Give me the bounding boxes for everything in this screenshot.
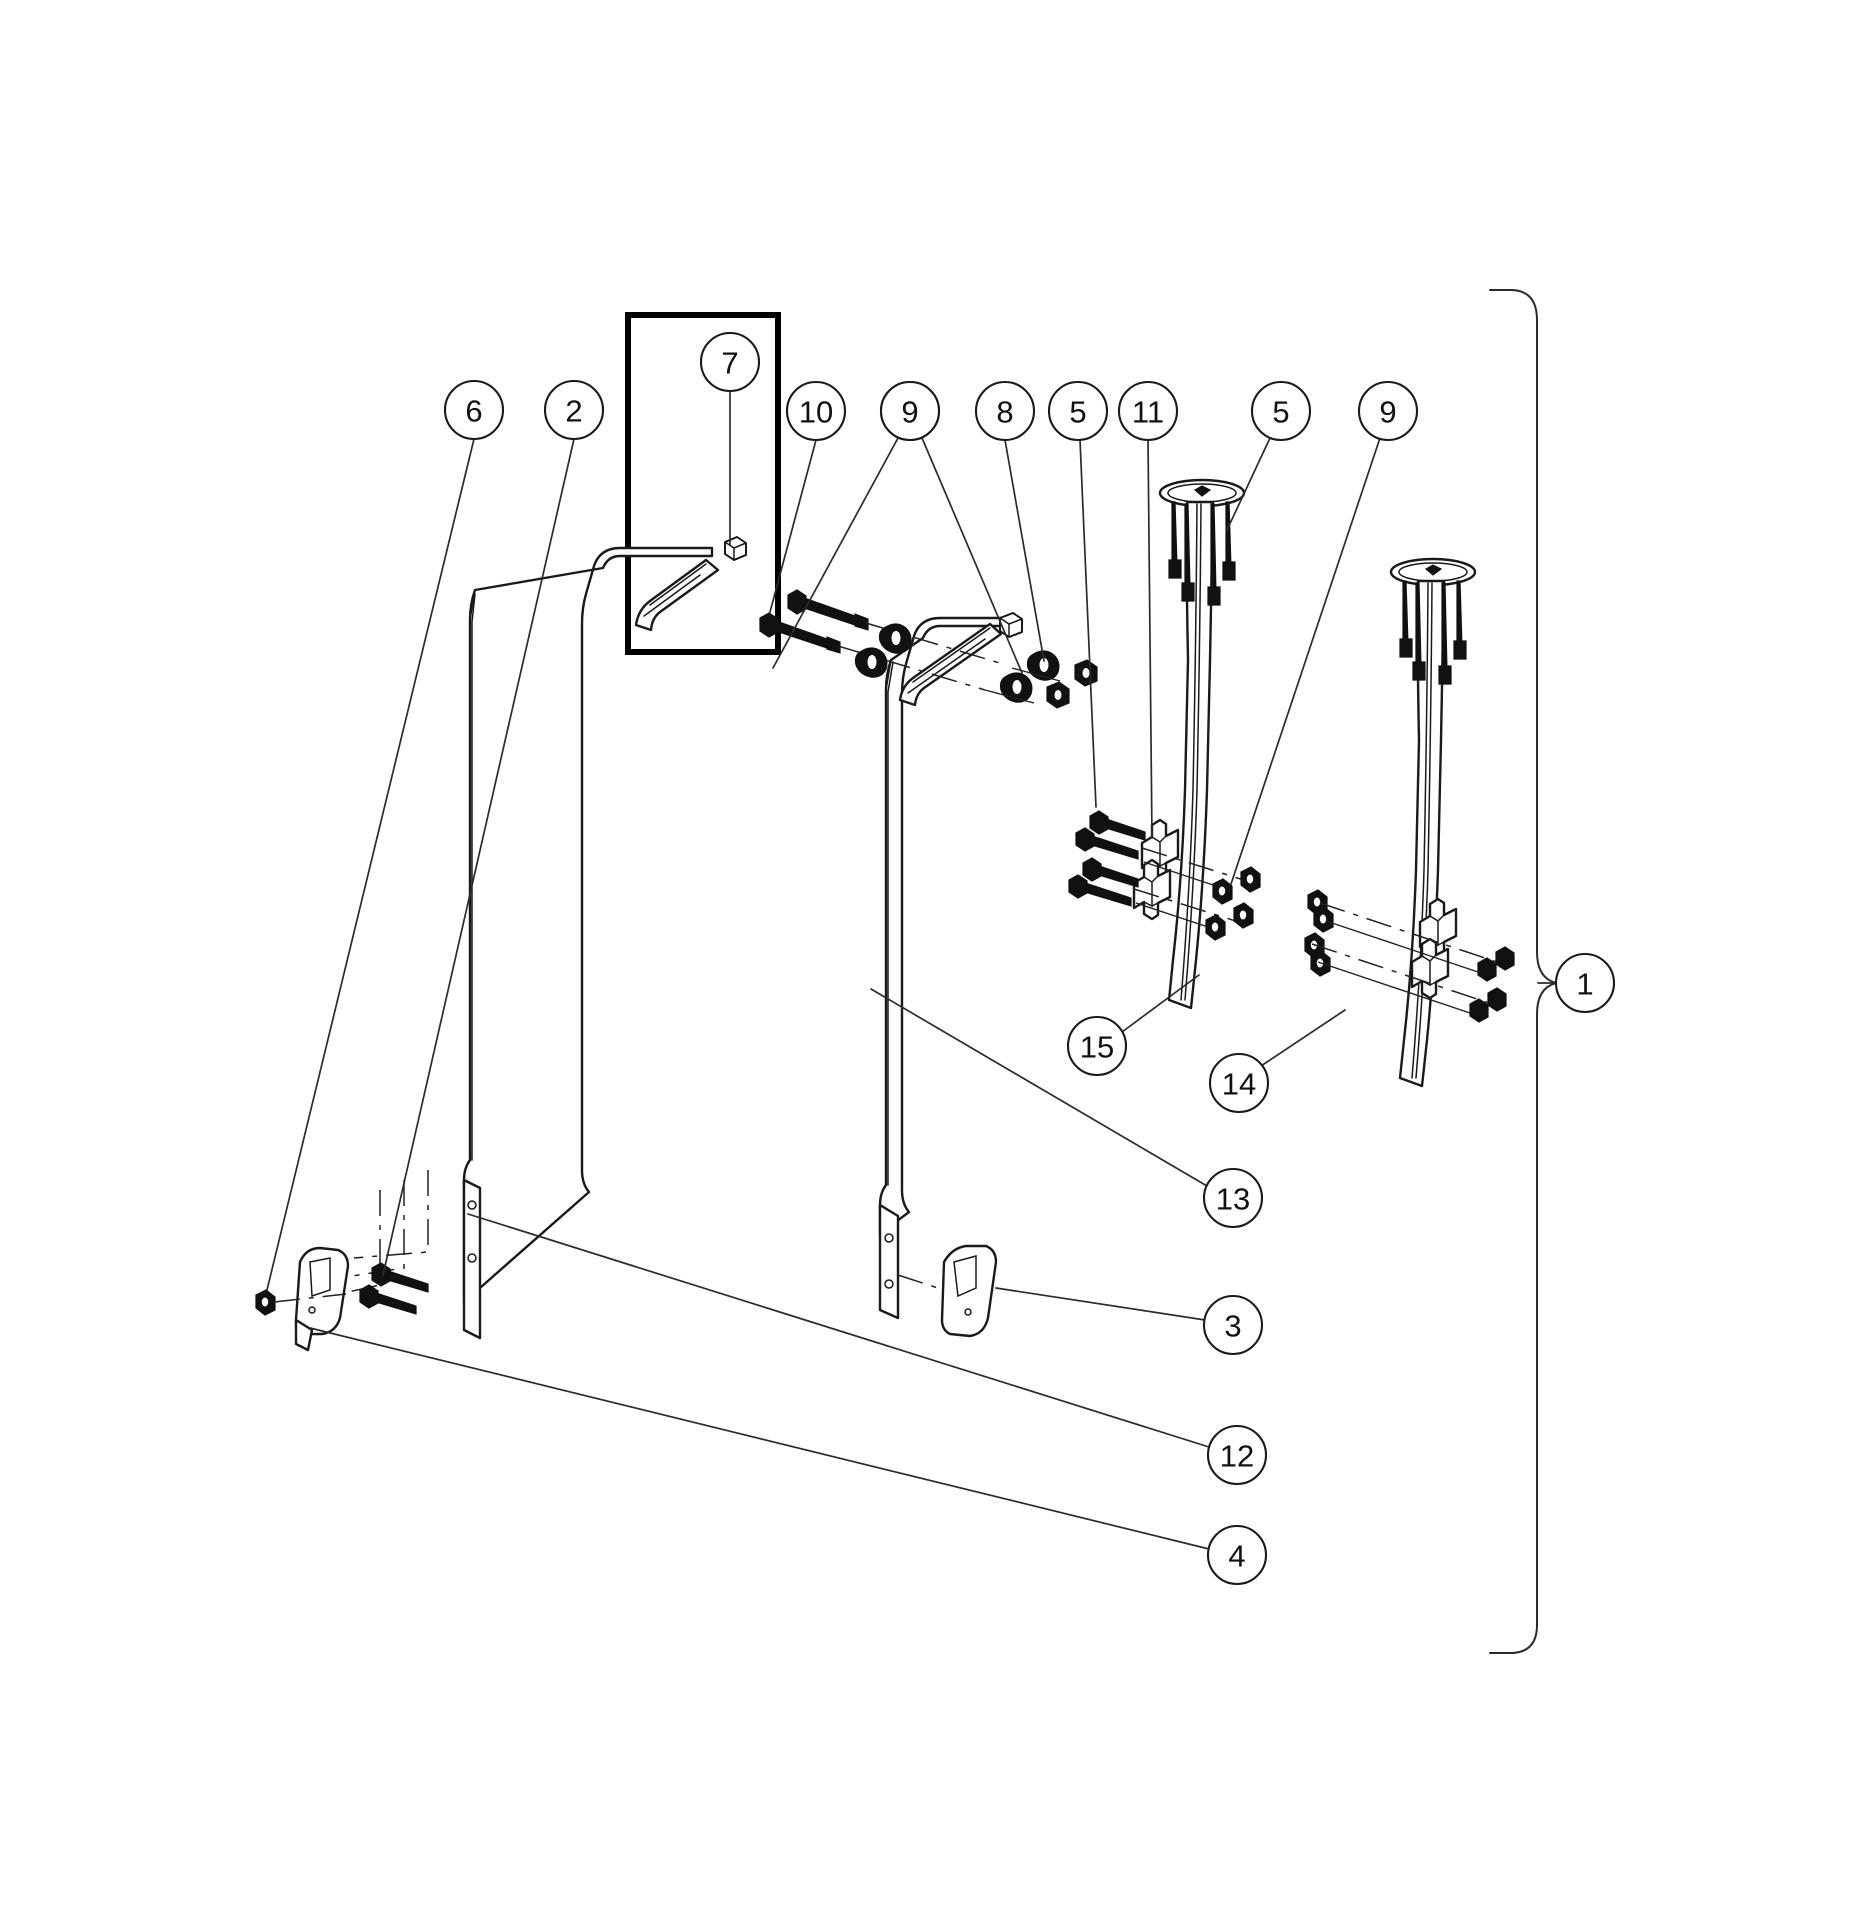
clamp-bracket-group-left-part-11 bbox=[1068, 810, 1261, 941]
clamp-nuts-right bbox=[1304, 889, 1334, 977]
callout-circle-11[interactable] bbox=[1117, 380, 1179, 442]
assembly-brace-1 bbox=[1489, 289, 1560, 1654]
callout-leader-line-11 bbox=[1147, 439, 1153, 839]
callout-leader-line-4 bbox=[309, 1327, 1210, 1550]
callout-circle-5[interactable] bbox=[1250, 380, 1312, 442]
callout-circle-1[interactable] bbox=[1554, 952, 1616, 1014]
callout-bubble-12[interactable]: 12 bbox=[467, 1213, 1268, 1486]
left-roll-bar-tube-part-2 bbox=[462, 546, 714, 1340]
callout-circle-9[interactable] bbox=[879, 380, 941, 442]
callout-circle-15[interactable] bbox=[1066, 1015, 1128, 1077]
callout-circle-9[interactable] bbox=[1357, 380, 1419, 442]
hex-nut-part-8-upper bbox=[1074, 659, 1098, 687]
hardware-row-lower bbox=[759, 612, 1070, 709]
callout-leader-line-9 bbox=[1230, 437, 1381, 885]
post-screw-set-part-5-left bbox=[1168, 501, 1236, 606]
callout-bubble-3[interactable]: 3 bbox=[995, 1287, 1264, 1356]
callout-leader-line-13 bbox=[870, 988, 1208, 1187]
right-bar-end-assembly bbox=[898, 612, 1023, 707]
callout-circle-5[interactable] bbox=[1047, 380, 1109, 442]
left-base-foot-part-12 bbox=[255, 1170, 429, 1352]
callout-circle-3[interactable] bbox=[1202, 1294, 1264, 1356]
callout-circle-10[interactable] bbox=[785, 380, 847, 442]
hex-head-bolt-part-10-upper bbox=[787, 589, 869, 631]
callout-leader-line-9 bbox=[772, 437, 899, 669]
clamp-bracket-lower-right bbox=[1410, 937, 1450, 1000]
callout-bubble-14[interactable]: 14 bbox=[1208, 1009, 1346, 1114]
callout-circle-4[interactable] bbox=[1206, 1524, 1268, 1586]
callout-bubble-7[interactable]: 7 bbox=[699, 331, 761, 546]
callout-bubble-9[interactable]: 9 bbox=[1230, 380, 1419, 885]
callout-circle-8[interactable] bbox=[974, 380, 1036, 442]
callout-leader-line-12 bbox=[467, 1213, 1210, 1448]
callout-leader-line-14 bbox=[1260, 1009, 1346, 1067]
right-tube-end-cover-part-3 bbox=[897, 1244, 998, 1338]
post-screw-set-part-5-right bbox=[1399, 580, 1467, 685]
callout-leader-line-10 bbox=[769, 439, 817, 613]
callout-bubble-15[interactable]: 15 bbox=[1066, 974, 1200, 1077]
left-support-post-part-15 bbox=[1158, 478, 1246, 1010]
callout-bubble-5[interactable]: 5 bbox=[1047, 380, 1109, 808]
callout-circle-12[interactable] bbox=[1206, 1424, 1268, 1486]
callout-circle-6[interactable] bbox=[443, 379, 505, 441]
callout-circle-2[interactable] bbox=[543, 379, 605, 441]
callout-bubble-1[interactable]: 1 bbox=[1537, 952, 1616, 1014]
callout-circle-13[interactable] bbox=[1202, 1167, 1264, 1229]
hardware-row-upper bbox=[787, 589, 1098, 687]
callout-leader-line-6 bbox=[266, 438, 475, 1291]
callout-circle-14[interactable] bbox=[1208, 1052, 1270, 1114]
callout-leader-line-15 bbox=[1121, 974, 1200, 1033]
flat-washer-part-9-lower bbox=[854, 647, 888, 678]
callout-bubble-5[interactable]: 5 bbox=[1226, 380, 1312, 531]
callout-bubble-10[interactable]: 10 bbox=[769, 380, 847, 613]
flat-washer-part-9-upper bbox=[878, 623, 912, 654]
callout-leader-line-5 bbox=[1079, 439, 1097, 808]
callout-leader-line-3 bbox=[995, 1287, 1206, 1321]
clamp-nuts-left bbox=[1205, 866, 1261, 941]
callout-bubble-11[interactable]: 11 bbox=[1117, 380, 1179, 839]
right-roll-bar-tube-part-13 bbox=[878, 616, 1012, 1320]
callout-bubble-4[interactable]: 4 bbox=[309, 1327, 1268, 1586]
callout-leader-line-9 bbox=[921, 437, 1023, 674]
hex-head-bolt-part-10-lower bbox=[759, 612, 841, 654]
clamp-bolts-right bbox=[1469, 946, 1515, 1023]
detail-enlargement-frame bbox=[625, 312, 781, 655]
hex-nut-part-8-lower bbox=[1046, 681, 1070, 709]
right-support-post-part-14 bbox=[1389, 557, 1477, 1088]
clamp-bolts-left bbox=[1068, 810, 1146, 907]
callout-leader-line-2 bbox=[382, 438, 575, 1276]
left-end-cap-nut-part-6 bbox=[255, 1289, 276, 1316]
clamp-bracket-group-right-part-11 bbox=[1304, 889, 1515, 1023]
callout-leader-line-5 bbox=[1226, 437, 1271, 531]
callout-bubble-13[interactable]: 13 bbox=[870, 988, 1264, 1229]
callout-circle-7[interactable] bbox=[699, 331, 761, 393]
callout-leader-line-8 bbox=[1004, 439, 1045, 662]
callout-bubble-6[interactable]: 6 bbox=[266, 379, 505, 1291]
